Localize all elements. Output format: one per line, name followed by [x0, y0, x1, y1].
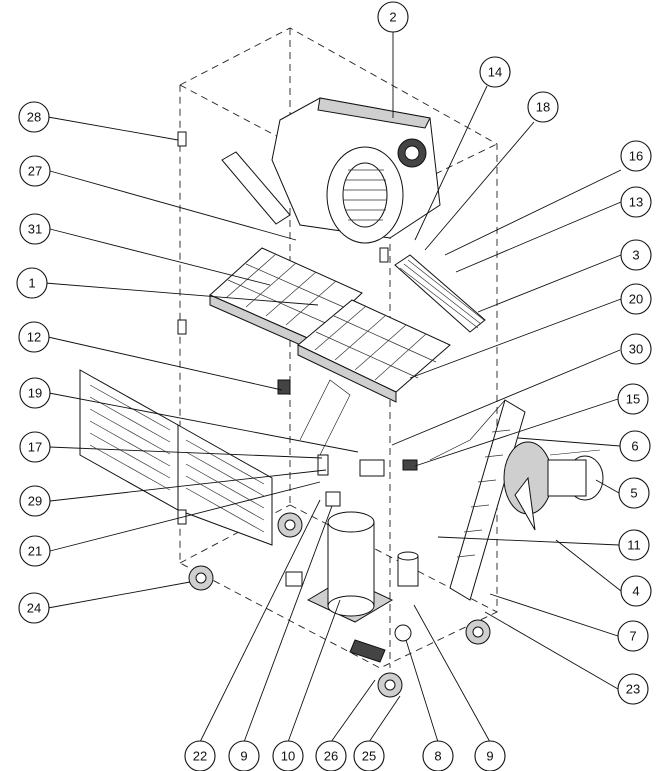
- callout-label: 5: [630, 486, 637, 501]
- callout-label: 24: [27, 601, 41, 616]
- callout-19: 19: [19, 377, 51, 409]
- condenser-coil: [449, 399, 526, 601]
- callout-label: 11: [627, 538, 641, 553]
- callout-label: 22: [193, 749, 207, 764]
- callout-14: 14: [479, 56, 511, 88]
- callout-label: 12: [27, 330, 41, 345]
- callout-label: 28: [27, 110, 41, 125]
- callout-29: 29: [19, 485, 51, 517]
- callout-label: 7: [629, 629, 636, 644]
- callout-label: 14: [488, 65, 502, 80]
- callout-18: 18: [527, 91, 559, 123]
- callout-22: 22: [184, 740, 216, 771]
- callout-7: 7: [617, 620, 649, 652]
- callout-label: 20: [629, 292, 643, 307]
- callout-label: 25: [362, 749, 376, 764]
- callout-23: 23: [617, 673, 649, 705]
- callout-26: 26: [315, 740, 347, 771]
- callout-4: 4: [620, 575, 652, 607]
- callout-label: 1: [28, 276, 35, 291]
- evaporator-coil: [394, 254, 486, 333]
- compressor: [306, 511, 394, 663]
- callout-label: 15: [626, 392, 640, 407]
- callout-label: 10: [281, 749, 295, 764]
- callout-30: 30: [620, 333, 652, 365]
- callout-6: 6: [619, 430, 651, 462]
- callout-label: 30: [629, 342, 643, 357]
- callout-21: 21: [19, 535, 51, 567]
- callout-28: 28: [18, 101, 50, 133]
- cabinet-feet: [188, 512, 491, 698]
- callout-label: 31: [28, 222, 42, 237]
- callout-11: 11: [618, 529, 650, 561]
- callout-label: 27: [28, 164, 42, 179]
- callout-label: 21: [28, 544, 42, 559]
- callout-label: 26: [324, 749, 338, 764]
- callout-10: 10: [272, 740, 304, 771]
- callout-label: 29: [28, 494, 42, 509]
- front-grille: [79, 369, 273, 546]
- callout-label: 2: [389, 10, 396, 25]
- callout-label: 19: [28, 386, 42, 401]
- callout-13: 13: [620, 186, 652, 218]
- callout-2: 2: [377, 1, 409, 33]
- callout-label: 8: [434, 749, 441, 764]
- callout-9-right: 9: [474, 740, 506, 771]
- callout-16: 16: [620, 140, 652, 172]
- callout-3: 3: [620, 239, 652, 271]
- callout-27: 27: [19, 155, 51, 187]
- accumulator: [394, 551, 419, 642]
- callout-label: 9: [486, 749, 493, 764]
- callout-label: 13: [629, 195, 643, 210]
- callout-label: 3: [632, 248, 639, 263]
- callout-label: 9: [240, 749, 247, 764]
- callout-5: 5: [618, 477, 650, 509]
- callout-9-left: 9: [228, 740, 260, 771]
- callout-label: 18: [536, 100, 550, 115]
- callout-31: 31: [19, 213, 51, 245]
- callout-label: 23: [626, 682, 640, 697]
- condenser-fan-motor: [503, 441, 604, 531]
- callout-label: 17: [28, 440, 42, 455]
- callout-24: 24: [18, 592, 50, 624]
- air-filter-upper: [209, 247, 363, 351]
- callout-20: 20: [620, 283, 652, 315]
- blower-assembly: [221, 97, 441, 244]
- callout-25: 25: [353, 740, 385, 771]
- callout-12: 12: [18, 321, 50, 353]
- air-filter-lower: [297, 299, 451, 403]
- callout-1: 1: [16, 267, 48, 299]
- callout-15: 15: [617, 383, 649, 415]
- callout-8: 8: [422, 740, 454, 771]
- leader-lines: [44, 32, 622, 743]
- callout-17: 17: [19, 431, 51, 463]
- callout-label: 6: [631, 439, 638, 454]
- callout-label: 16: [629, 149, 643, 164]
- callout-label: 4: [632, 584, 639, 599]
